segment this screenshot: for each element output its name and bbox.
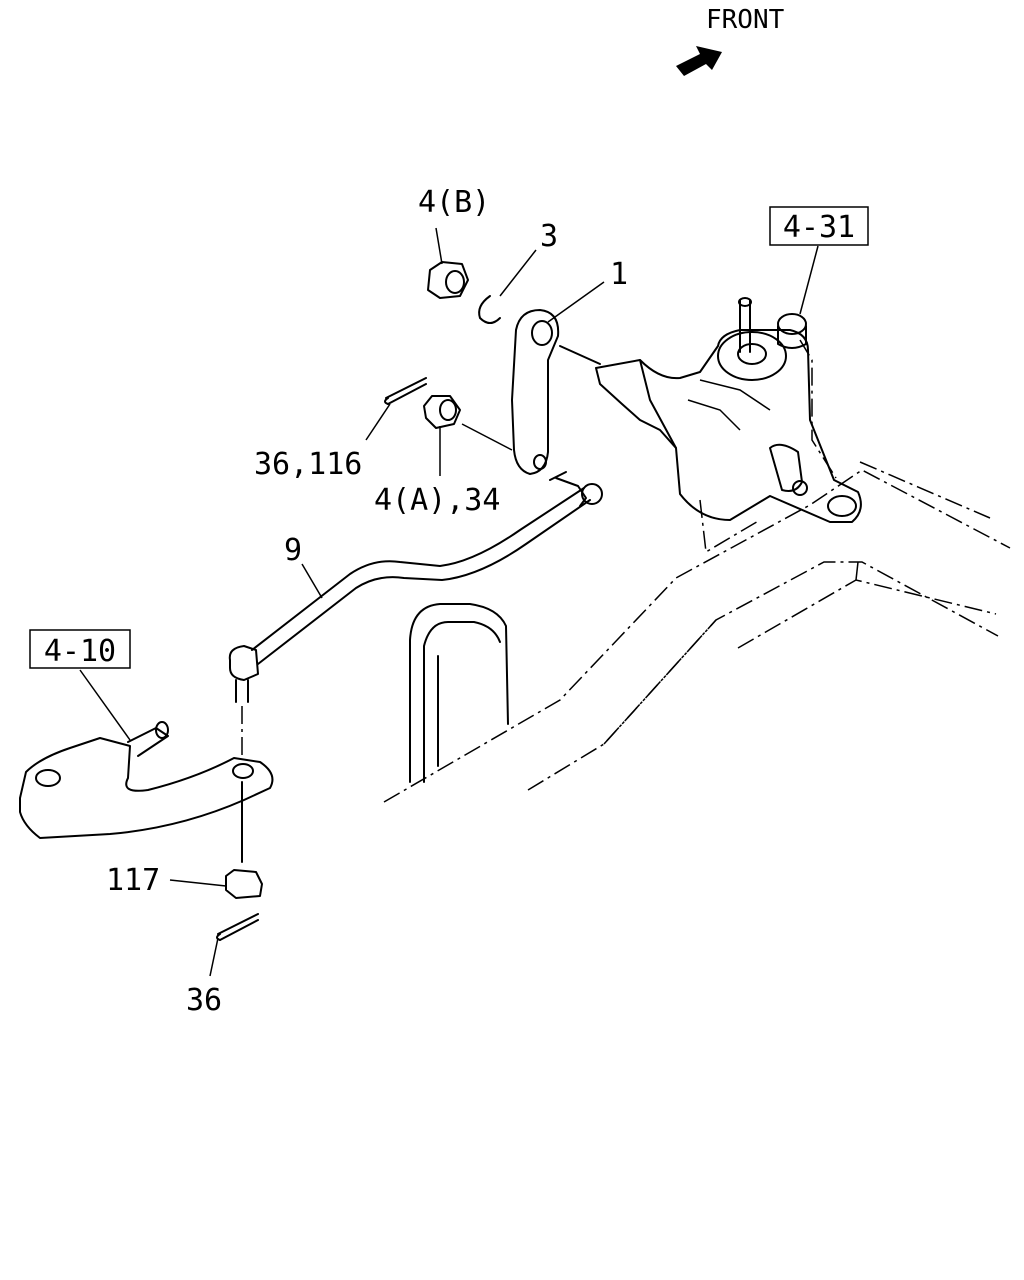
callout-1: 1 [610, 257, 628, 292]
callout-36: 36 [186, 983, 222, 1018]
callout-9: 9 [284, 533, 302, 568]
drag-link [228, 471, 603, 760]
washer-3 [478, 295, 501, 324]
callout-4b: 4(B) [418, 185, 490, 220]
nut-4b [427, 261, 469, 299]
idler-arm [19, 721, 274, 863]
cotter-pin-upper [384, 377, 427, 405]
cotter-pin-lower [216, 913, 259, 941]
pitman-arm [511, 309, 601, 475]
vehicle-frame [383, 339, 1011, 803]
ref-box-4-31[interactable]: 4-31 [769, 206, 869, 246]
frame-bracket [409, 603, 509, 783]
ref-box-4-31-label: 4-31 [783, 210, 855, 245]
castle-nut-4a [423, 395, 513, 451]
callout-36-116: 36,116 [254, 447, 362, 482]
callout-117: 117 [106, 863, 160, 898]
front-label: FRONT [706, 5, 785, 35]
castle-nut-117 [225, 869, 263, 899]
steering-gear-box [595, 297, 862, 523]
front-indicator: FRONT [676, 5, 785, 76]
arrow-icon [676, 46, 722, 76]
ref-box-4-10-label: 4-10 [44, 634, 116, 669]
leader-lines [79, 227, 819, 977]
ref-box-4-10[interactable]: 4-10 [29, 629, 131, 669]
callout-4a-34: 4(A),34 [374, 483, 500, 518]
callout-3: 3 [540, 219, 558, 254]
